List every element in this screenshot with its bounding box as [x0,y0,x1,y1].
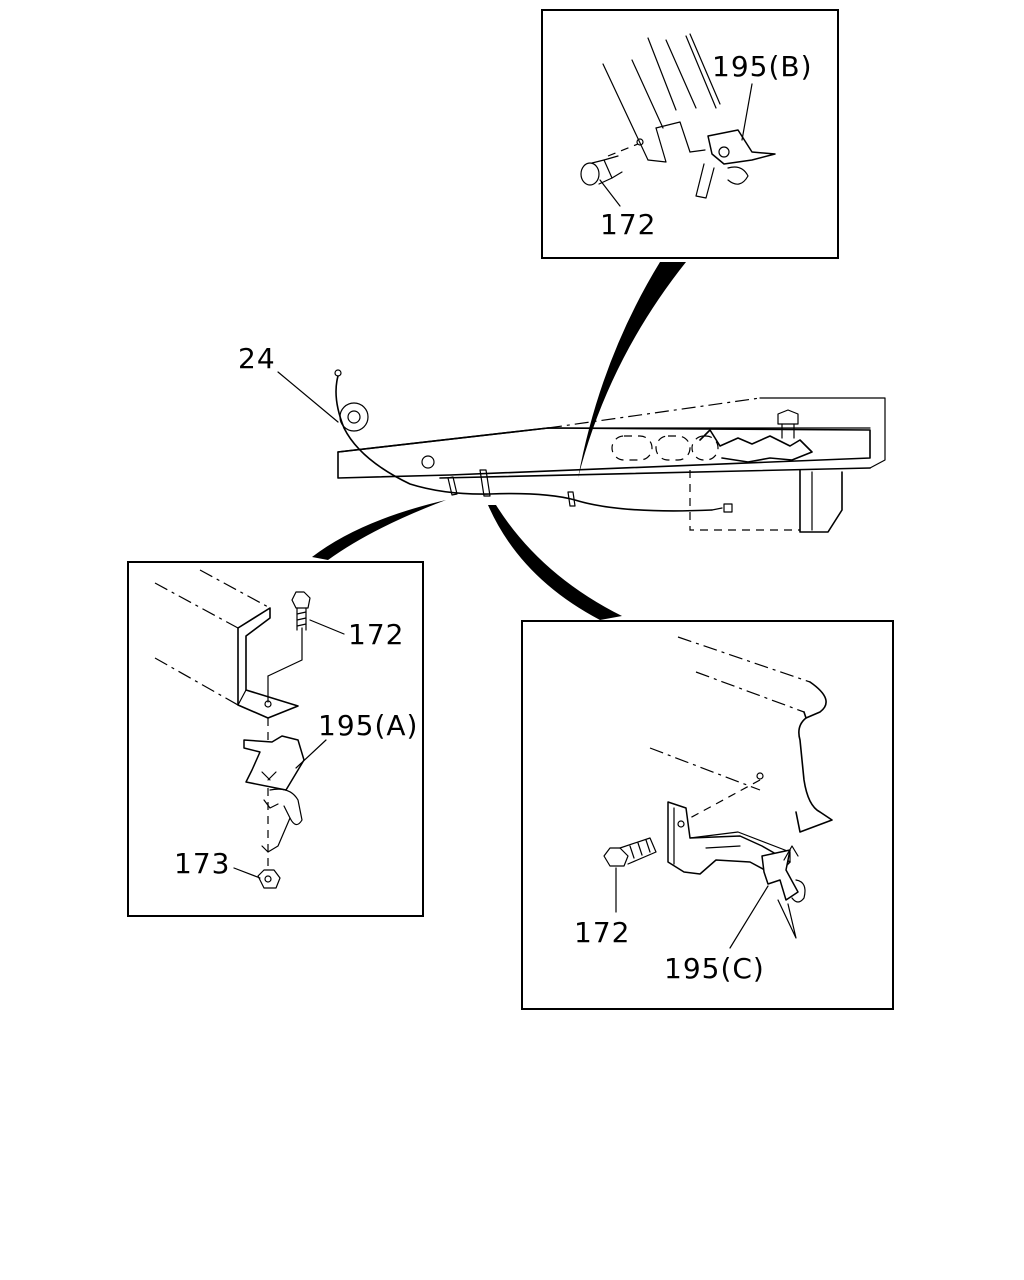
label-bolt-b: 172 [600,208,656,241]
detail-box-b [541,9,839,259]
callout-connector-a [312,500,446,560]
label-clip-a: 195(A) [318,709,418,742]
leader-24 [277,371,339,423]
callout-connector-b [578,262,686,478]
label-nut-a: 173 [174,847,230,880]
callout-connector-c [488,505,622,620]
leader-195c [729,885,769,949]
detail-box-c [521,620,894,1010]
leader-172b [599,179,621,207]
label-clip-b: 195(B) [712,50,813,83]
leader-195b [741,83,753,141]
label-clip-c: 195(C) [664,952,765,985]
cable-24 [334,369,733,513]
label-bolt-a: 172 [348,618,404,651]
frame-rail-overview [337,397,886,533]
leader-173 [233,867,261,879]
leader-172a [309,619,345,635]
detail-box-a [127,561,424,917]
label-bolt-c: 172 [574,916,630,949]
label-cable-24: 24 [238,342,276,375]
leader-195a [295,739,327,769]
